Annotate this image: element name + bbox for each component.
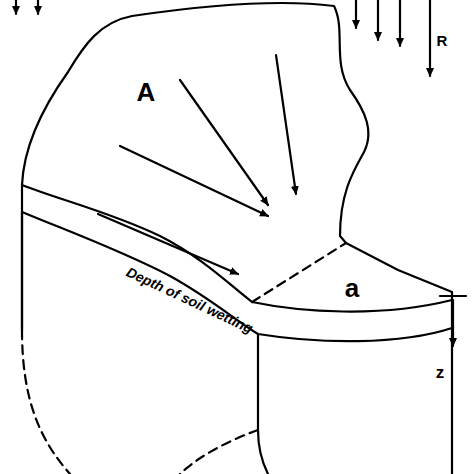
area-label: A: [137, 79, 156, 105]
area-label: a: [345, 275, 359, 301]
depth-label: z: [436, 364, 445, 381]
layer-label: Depth of soil wetting: [125, 265, 256, 336]
rain-label: R: [437, 33, 448, 48]
